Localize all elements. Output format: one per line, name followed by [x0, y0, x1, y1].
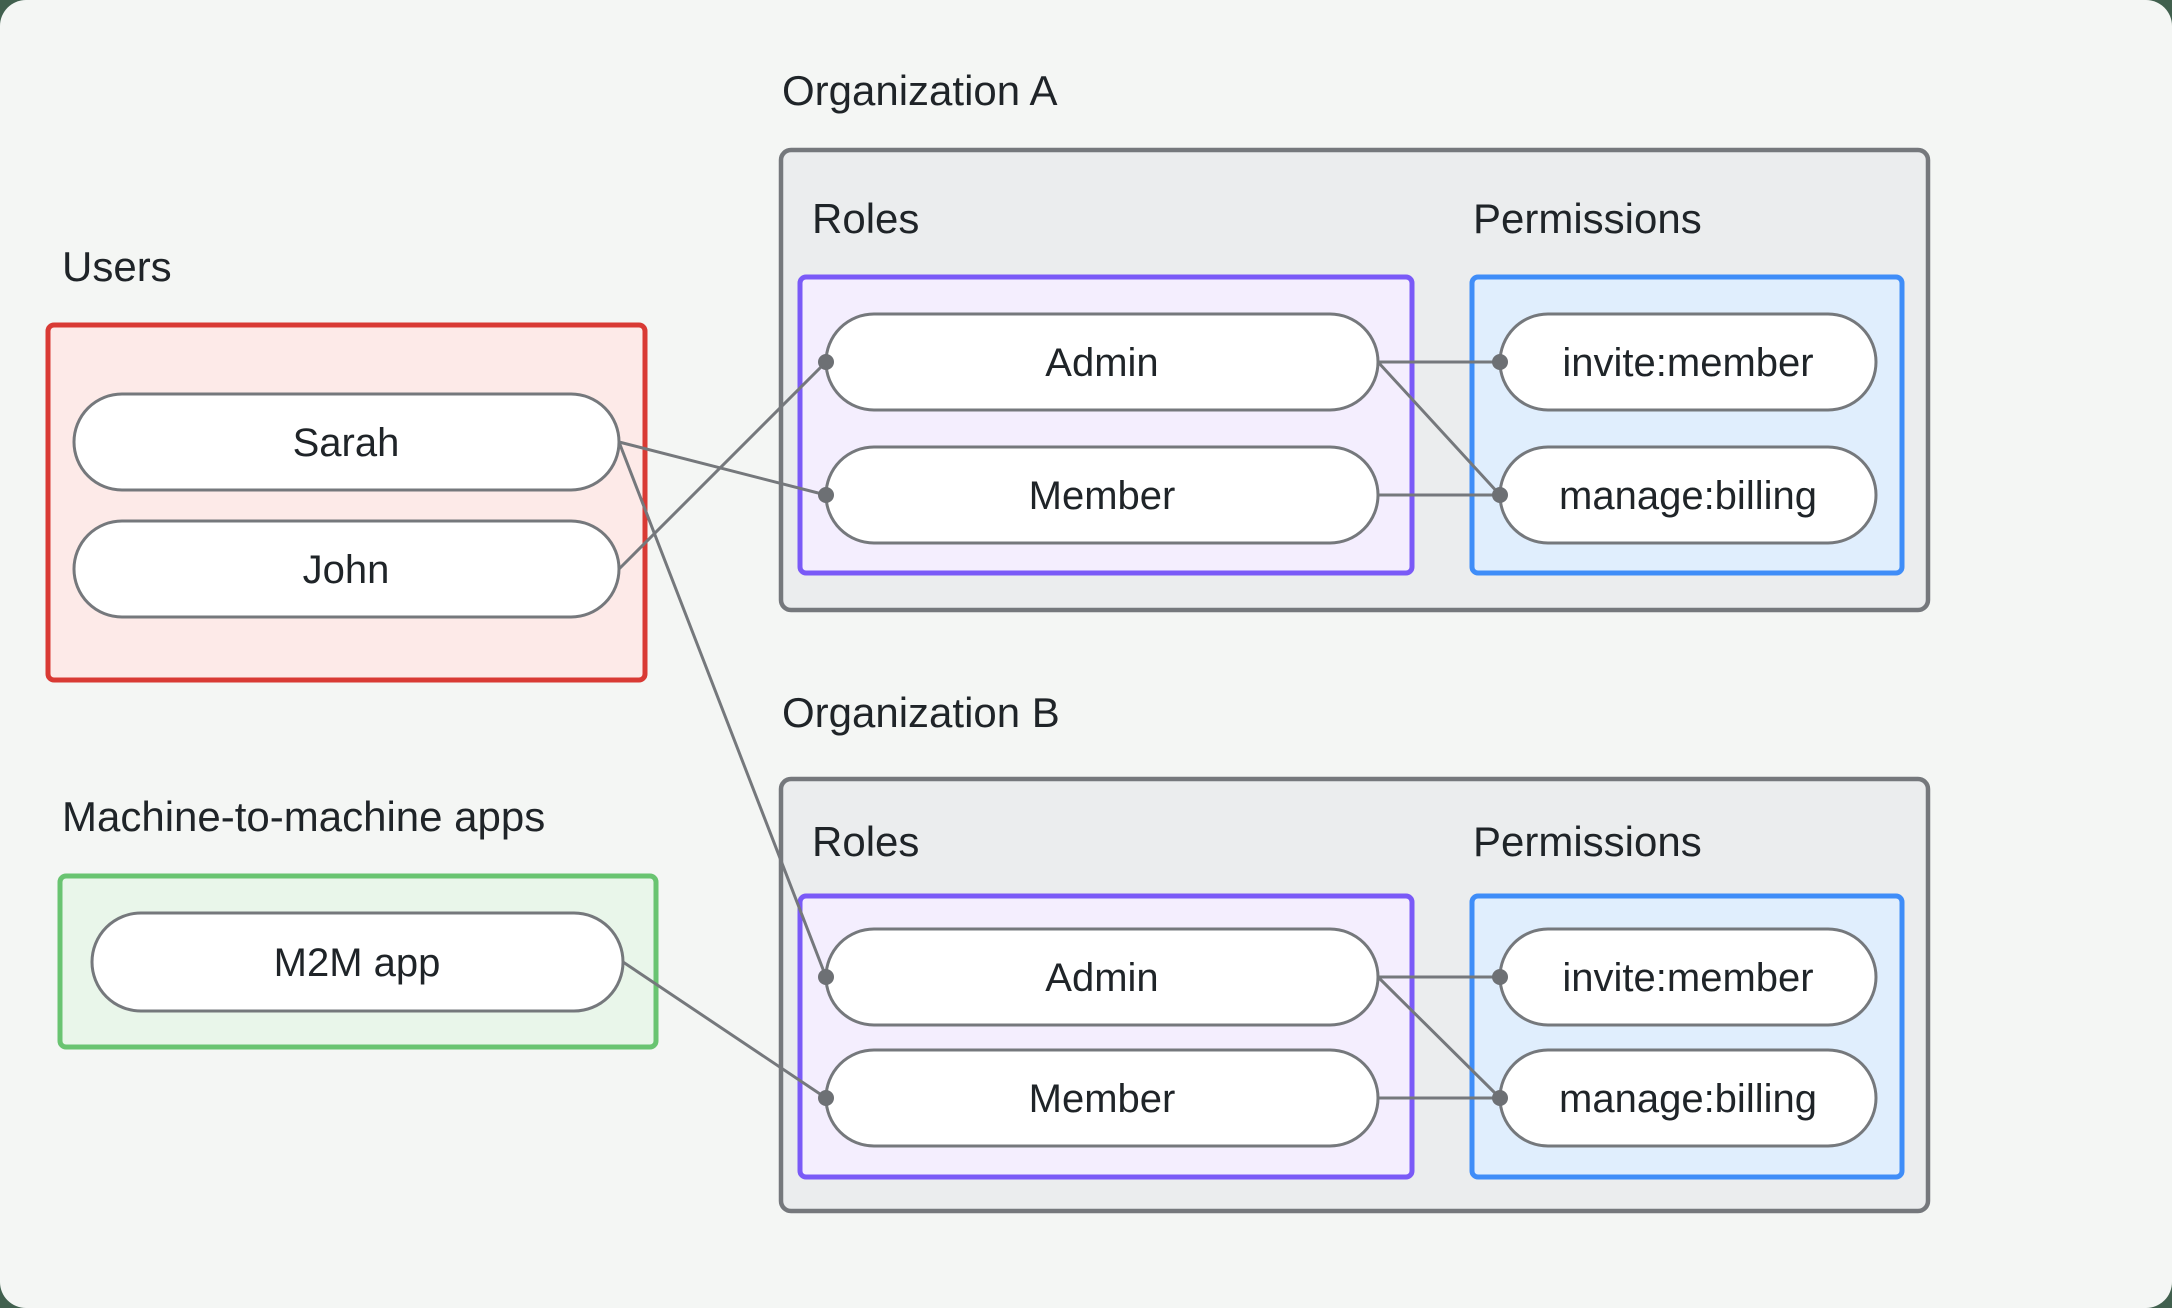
org-a-permissions-label: Permissions: [1473, 195, 1702, 242]
connection-dot-org-b-member: [818, 1090, 834, 1106]
edge-sarah-to-org-a-member: [617, 440, 828, 497]
org-b-permission-billing-label: manage:billing: [1559, 1077, 1817, 1121]
edge-org-b-admin-to-billing: [1376, 975, 1502, 1100]
user-pill-sarah-label: Sarah: [293, 421, 400, 465]
connection-dot-org-b-admin: [818, 969, 834, 985]
user-pill-sarah: [72, 392, 621, 492]
org-a-role-admin-label: Admin: [1045, 341, 1158, 385]
org-b-permissions-label: Permissions: [1473, 818, 1702, 865]
org-a-title: Organization A: [782, 67, 1058, 114]
connection-dot-org-b-invite: [1492, 969, 1508, 985]
m2m-app-pill: [90, 911, 625, 1013]
connection-dot-org-a-admin: [818, 354, 834, 370]
user-pill-john: [72, 519, 621, 619]
users-group-label: Users: [62, 243, 172, 290]
org-a-permission-billing-label: manage:billing: [1559, 474, 1817, 518]
edge-m2m-to-org-b-member: [621, 960, 828, 1100]
edge-org-a-admin-to-billing: [1376, 360, 1502, 497]
connection-dot-org-a-invite: [1492, 354, 1508, 370]
connection-dot-org-b-billing: [1492, 1090, 1508, 1106]
org-b-title: Organization B: [782, 689, 1060, 736]
m2m-app-pill-label: M2M app: [274, 941, 441, 985]
org-b-role-admin-label: Admin: [1045, 956, 1158, 1000]
org-b-roles-label: Roles: [812, 818, 919, 865]
connection-dot-org-a-billing: [1492, 487, 1508, 503]
connection-dot-org-a-member: [818, 487, 834, 503]
org-a-role-member-label: Member: [1029, 474, 1176, 518]
org-b-permission-invite-label: invite:member: [1562, 956, 1813, 1000]
m2m-group-label: Machine-to-machine apps: [62, 793, 545, 840]
users-group-box: [45, 322, 648, 683]
org-a-roles-label: Roles: [812, 195, 919, 242]
org-a-permission-invite-label: invite:member: [1562, 341, 1813, 385]
edge-sarah-to-org-b-admin: [617, 440, 828, 979]
user-pill-john-label: John: [303, 548, 390, 592]
org-b-role-member-label: Member: [1029, 1077, 1176, 1121]
